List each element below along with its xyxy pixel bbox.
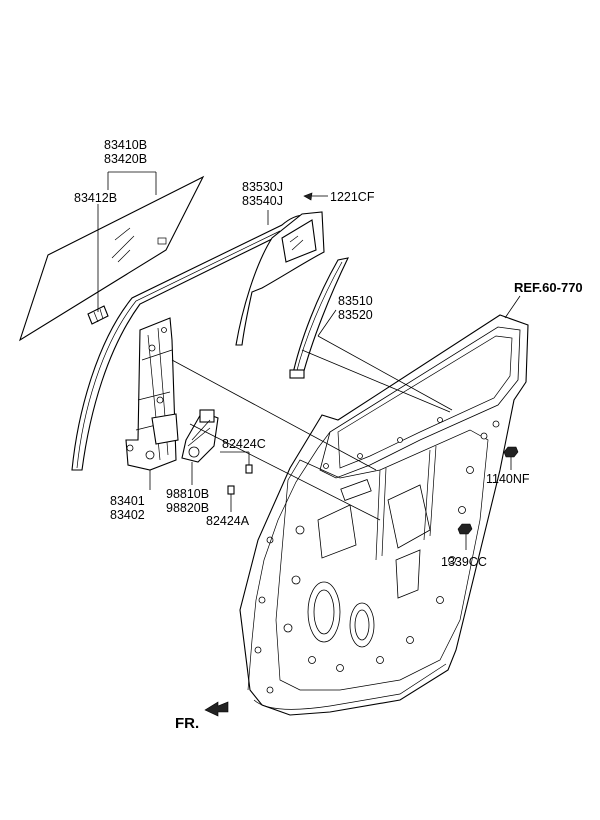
label-83402: 83402 (110, 508, 145, 522)
part-labels: 83410B 83420B 83412B 83530J 83540J 1221C… (74, 138, 583, 732)
label-front: FR. (175, 715, 199, 732)
window-regulator (125, 317, 179, 471)
label-1140nf: 1140NF (486, 472, 530, 486)
label-83410b: 83410B (104, 138, 147, 152)
label-83412b: 83412B (74, 191, 117, 205)
label-ref-60-770: REF.60-770 (514, 280, 583, 295)
label-83510: 83510 (338, 294, 373, 308)
regulator-motor (181, 409, 219, 463)
label-98820b: 98820B (166, 501, 209, 515)
front-direction-arrow (204, 701, 229, 717)
label-82424a: 82424A (206, 514, 250, 528)
rear-sash-channel (235, 211, 325, 346)
rear-run-channel (289, 257, 349, 379)
label-98810b: 98810B (166, 487, 209, 501)
label-1339cc: 1339CC (441, 555, 487, 569)
door-inner-panel (239, 314, 529, 716)
label-83540j: 83540J (242, 194, 283, 208)
label-1221cf: 1221CF (330, 190, 375, 204)
label-83401: 83401 (110, 494, 145, 508)
label-82424c: 82424C (222, 437, 266, 451)
bolt-82424a (227, 485, 235, 506)
label-83520: 83520 (338, 308, 373, 322)
nut-1140nf (503, 446, 519, 470)
glass-holder-clip (87, 305, 109, 325)
label-83420b: 83420B (104, 152, 147, 166)
grommet-1339cc (457, 523, 473, 550)
door-glass (19, 175, 205, 342)
screw-1221cf (303, 192, 328, 201)
label-83530j: 83530J (242, 180, 283, 194)
leader-lines (97, 171, 521, 521)
